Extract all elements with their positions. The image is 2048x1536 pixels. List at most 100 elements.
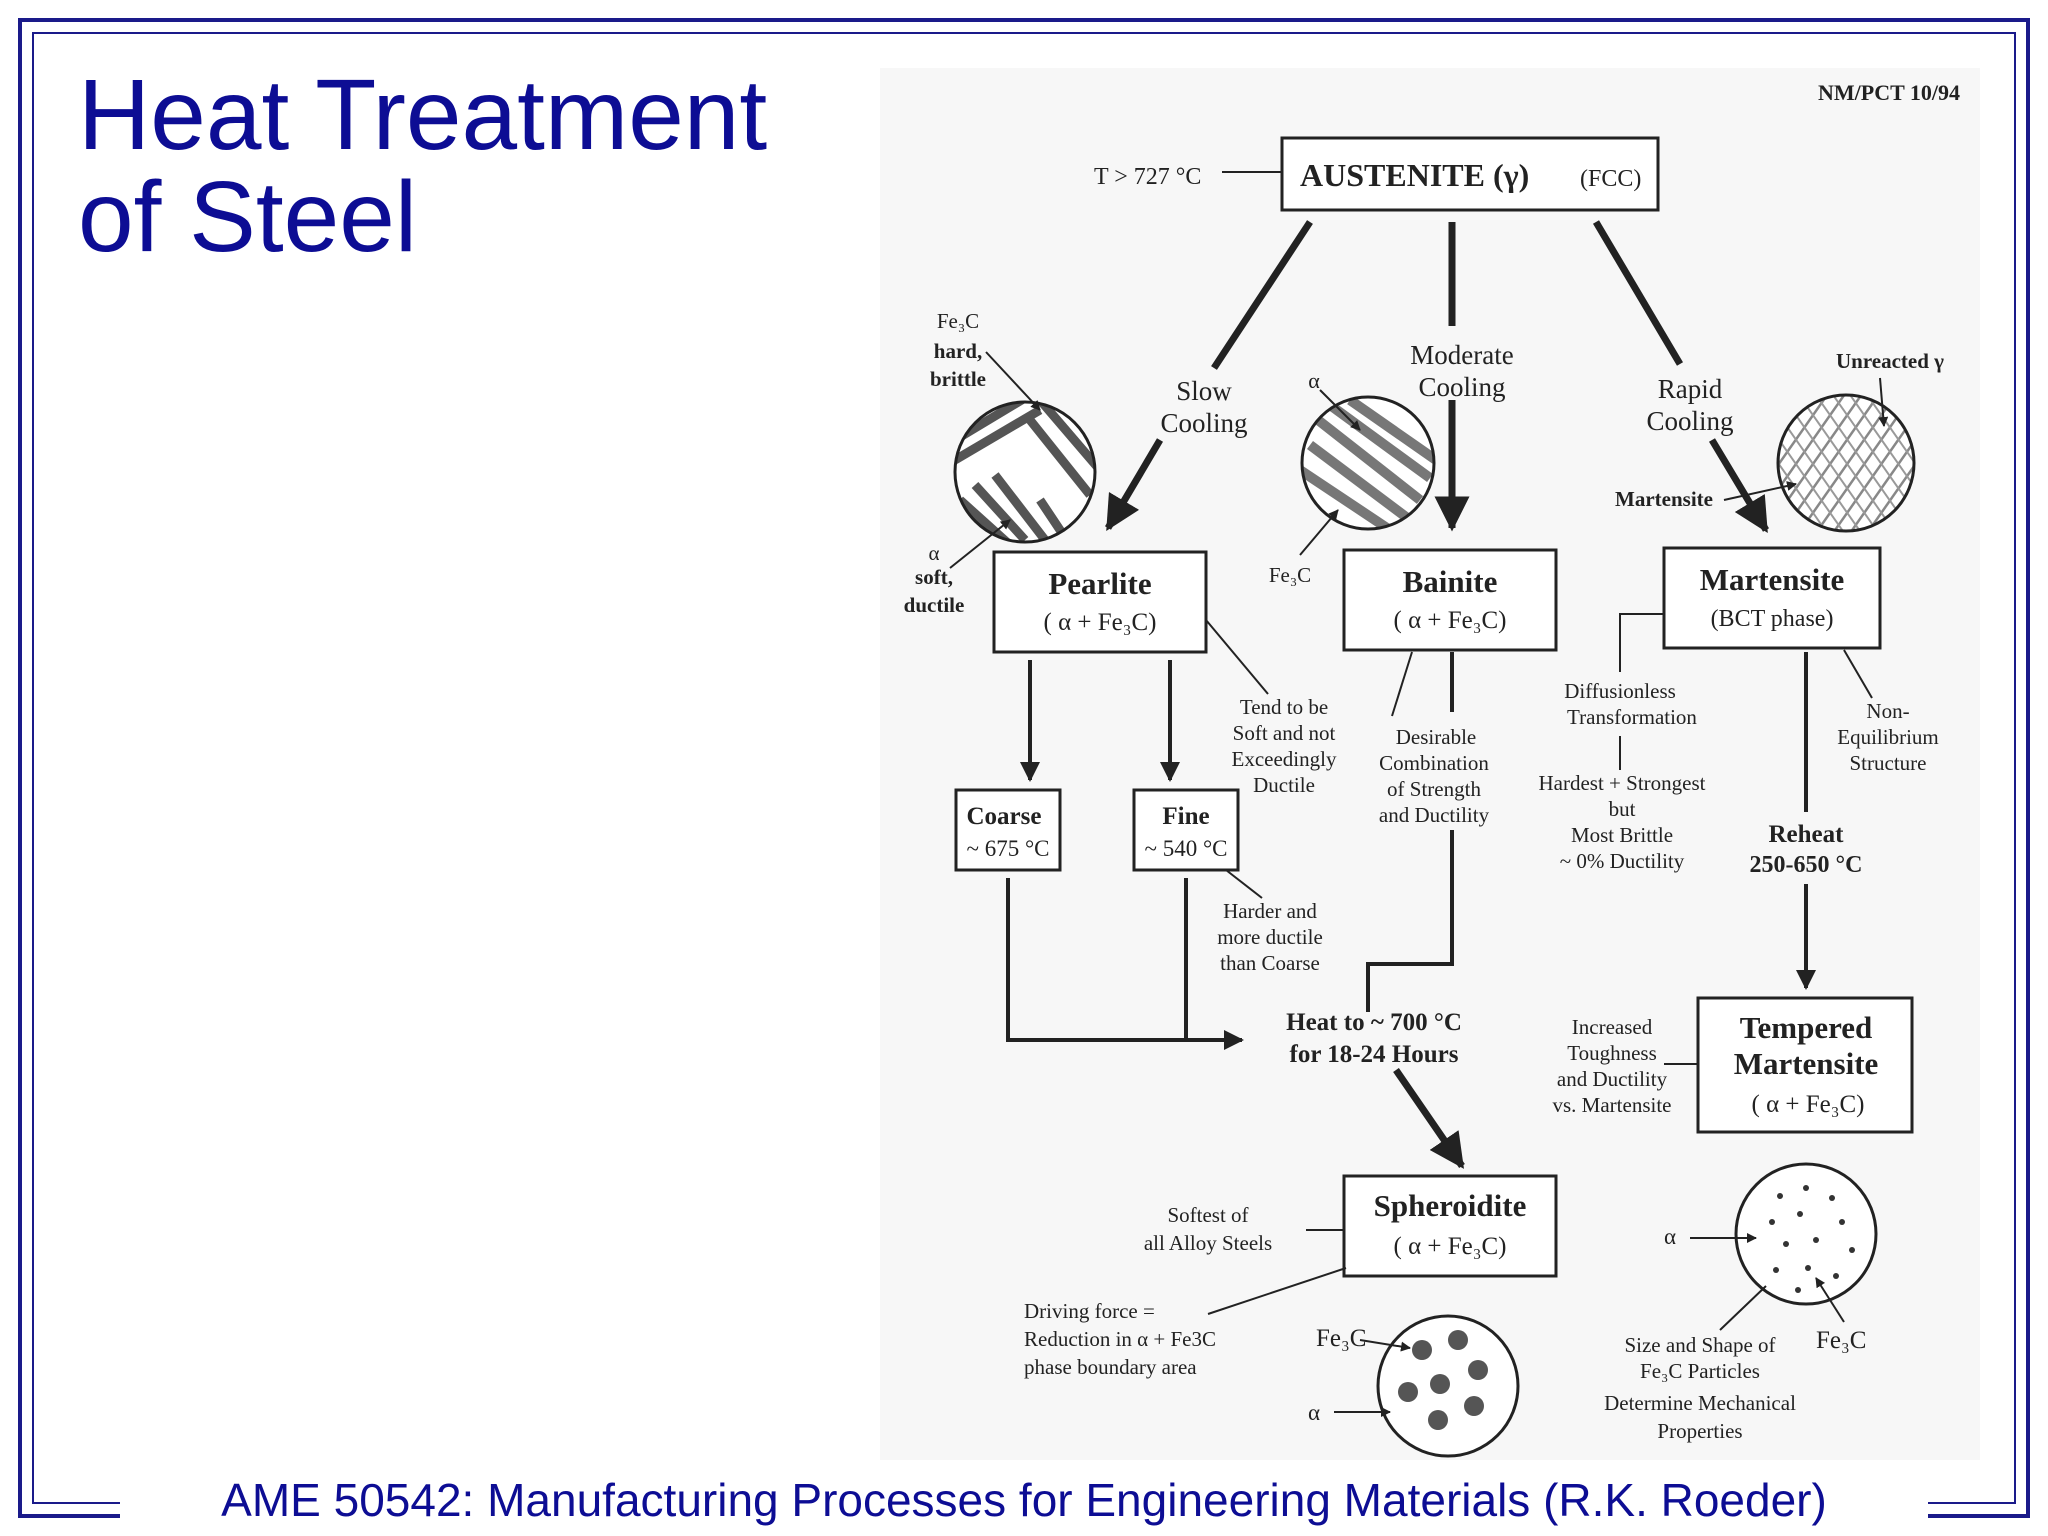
non-eq-leader xyxy=(1843,649,1873,699)
coarse-box xyxy=(954,788,1062,872)
spheroidite-fe3c-pointer xyxy=(1359,1339,1411,1352)
footer-text: AME 50542: Manufacturing Processes for E… xyxy=(213,1474,1835,1526)
pearlite-note-4: Ductile xyxy=(1253,773,1315,797)
bainite-note-1: Desirable xyxy=(1396,725,1476,749)
bainite-box xyxy=(1342,548,1558,652)
property-4: ~ 0% Ductility xyxy=(1560,849,1685,873)
diffusionless-leader xyxy=(1619,613,1664,672)
tempered-note-4: vs. Martensite xyxy=(1553,1093,1672,1117)
coarse-name: Coarse xyxy=(967,803,1042,830)
driving-force-1: Driving force = xyxy=(1024,1299,1155,1323)
tempered-note-1: Increased xyxy=(1572,1015,1653,1039)
pearlite-name: Pearlite xyxy=(1048,566,1151,601)
bainite-fe3c-label: Fe₃C xyxy=(1269,563,1311,587)
spheroidite-name: Spheroidite xyxy=(1374,1188,1527,1223)
austenite-box xyxy=(1280,136,1660,212)
size-note-2: Fe₃C Particles xyxy=(1640,1359,1760,1383)
reheat-line2: 250-650 °C xyxy=(1750,852,1863,878)
diffusionless-2: Transformation xyxy=(1567,705,1697,729)
fine-temp: ~ 540 °C xyxy=(1145,836,1228,861)
martensite-phase: (BCT phase) xyxy=(1711,606,1834,632)
property-2: but xyxy=(1609,797,1636,821)
tempered-name-1: Tempered xyxy=(1740,1010,1873,1045)
bainite-alpha-pointer xyxy=(1319,389,1361,431)
pearlite-note-2: Soft and not xyxy=(1233,721,1336,745)
unreacted-pointer xyxy=(1878,377,1889,427)
title-line-1: Heat Treatment xyxy=(78,59,768,171)
title-line-2: of Steel xyxy=(78,161,418,273)
size-note-1: Size and Shape of xyxy=(1624,1333,1775,1357)
reheat-line1: Reheat xyxy=(1769,821,1845,848)
fine-note-2: more ductile xyxy=(1217,925,1323,949)
moderate-cooling-line1: Moderate xyxy=(1410,340,1513,370)
martensite-micro-label: Martensite xyxy=(1615,487,1713,511)
slide-title: Heat Treatment of Steel xyxy=(78,64,767,268)
spheroidite-micrograph xyxy=(1376,1314,1520,1458)
martensite-name: Martensite xyxy=(1700,562,1845,597)
pearlite-note-1: Tend to be xyxy=(1240,695,1328,719)
size-note-leader xyxy=(1719,1285,1767,1331)
bainite-note-3: of Strength xyxy=(1387,777,1481,801)
slide-footer: AME 50542: Manufacturing Processes for E… xyxy=(0,1472,2048,1528)
tempered-name-2: Martensite xyxy=(1734,1046,1879,1081)
slow-cooling-line1: Slow xyxy=(1176,376,1232,406)
rapid-cooling-line1: Rapid xyxy=(1658,374,1723,404)
austenite-temp: T > 727 °C xyxy=(1094,164,1201,190)
driving-force-leader xyxy=(1207,1267,1347,1315)
pearlite-ductile-label: ductile xyxy=(904,593,965,617)
fine-note-1: Harder and xyxy=(1223,899,1317,923)
tempered-fe3c-label: Fe₃C xyxy=(1816,1327,1866,1354)
non-eq-1: Non- xyxy=(1866,699,1909,723)
spheroidite-note-2: all Alloy Steels xyxy=(1144,1231,1272,1255)
coarse-to-heat-line xyxy=(1006,878,1244,1050)
slow-cooling-line-upper xyxy=(1211,220,1313,370)
rapid-cooling-arrow xyxy=(1708,438,1770,534)
pearlite-phase: ( α + Fe₃C) xyxy=(1044,609,1157,636)
non-eq-3: Structure xyxy=(1850,751,1927,775)
fine-box xyxy=(1132,788,1240,872)
austenite-phase: (FCC) xyxy=(1580,166,1641,192)
fine-note-leader xyxy=(1225,869,1263,899)
tempered-alpha-label: α xyxy=(1664,1224,1676,1249)
driving-force-2: Reduction in α + Fe3C xyxy=(1024,1327,1216,1351)
pearlite-soft-label: soft, xyxy=(915,565,953,589)
pearlite-alpha-pointer xyxy=(949,519,1011,569)
heat-to-line1: Heat to ~ 700 °C xyxy=(1286,1009,1462,1036)
property-1: Hardest + Strongest xyxy=(1539,771,1706,795)
tempered-fe3c-pointer xyxy=(1815,1277,1845,1323)
pearlite-micrograph xyxy=(953,400,1097,544)
tempered-phase: ( α + Fe₃C) xyxy=(1752,1091,1865,1118)
bainite-micrograph xyxy=(1300,395,1436,531)
pearlite-brittle-label: brittle xyxy=(930,367,986,391)
slow-cooling-arrow xyxy=(1104,438,1164,532)
size-note-3: Determine Mechanical xyxy=(1604,1391,1796,1415)
heat-to-spheroidite-arrow xyxy=(1393,1068,1465,1169)
diffusionless-1: Diffusionless xyxy=(1564,679,1676,703)
spheroidite-note-1: Softest of xyxy=(1167,1203,1248,1227)
property-3: Most Brittle xyxy=(1571,823,1673,847)
pearlite-alpha-label: α xyxy=(928,541,939,565)
fine-name: Fine xyxy=(1162,803,1209,830)
bainite-fe3c-pointer xyxy=(1299,509,1339,556)
austenite-name: AUSTENITE (γ) xyxy=(1300,157,1529,193)
rapid-cooling-line-upper xyxy=(1592,220,1684,366)
fine-note-3: than Coarse xyxy=(1220,951,1320,975)
spheroidite-alpha-label: α xyxy=(1308,1400,1320,1425)
source-tag: NM/PCT 10/94 xyxy=(1818,80,1960,105)
spheroidite-phase: ( α + Fe₃C) xyxy=(1394,1233,1507,1260)
moderate-cooling-line2: Cooling xyxy=(1418,372,1505,402)
bainite-alpha-label: α xyxy=(1308,368,1320,393)
martensite-pointer xyxy=(1723,481,1797,501)
bainite-note-leader xyxy=(1391,651,1413,717)
coarse-temp: ~ 675 °C xyxy=(967,836,1050,861)
tempered-micrograph xyxy=(1734,1162,1878,1306)
tempered-note-3: and Ductility xyxy=(1557,1067,1668,1091)
martensite-box xyxy=(1662,546,1882,650)
pearlite-fe3c-label: Fe₃C xyxy=(937,309,979,333)
bainite-phase: ( α + Fe₃C) xyxy=(1394,607,1507,634)
bainite-note-4: and Ductility xyxy=(1379,803,1490,827)
non-eq-2: Equilibrium xyxy=(1837,725,1939,749)
martensite-micrograph xyxy=(1776,393,1916,533)
size-note-4: Properties xyxy=(1657,1419,1742,1443)
